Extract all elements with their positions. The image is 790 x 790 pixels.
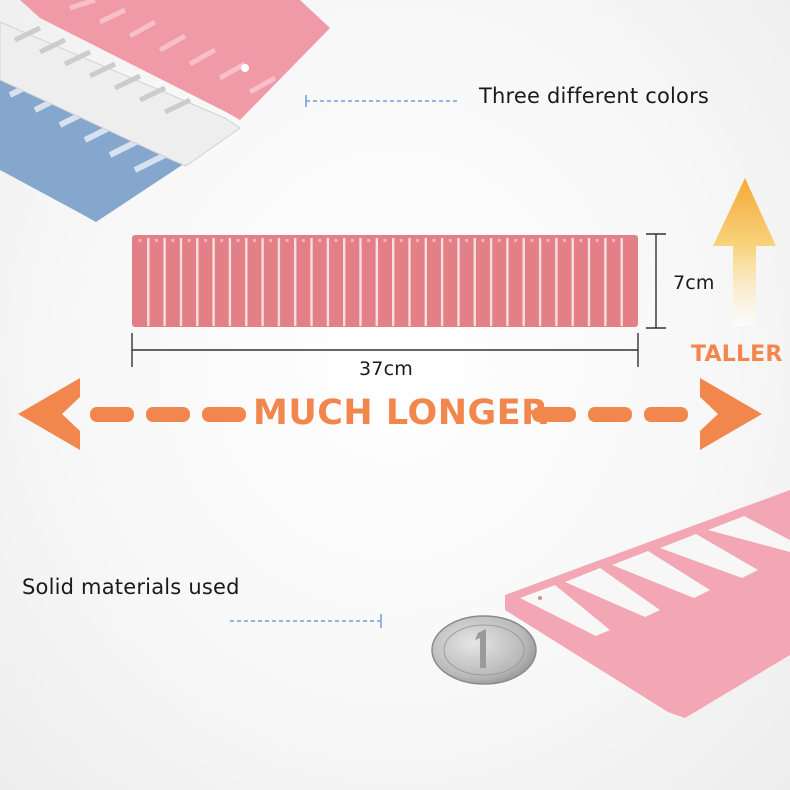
divider-scale-mark xyxy=(416,239,420,242)
divider-scale-mark xyxy=(432,239,436,242)
divider-slot xyxy=(277,238,281,326)
taller-label: TALLER xyxy=(691,342,783,367)
divider-scale-mark xyxy=(236,239,240,242)
divider-scale-mark xyxy=(252,239,256,242)
divider-slot xyxy=(489,238,493,326)
divider-scale-mark xyxy=(155,239,158,242)
divider-slot xyxy=(359,238,362,326)
left-arrowhead xyxy=(18,378,80,450)
divider-scale-mark xyxy=(220,239,224,242)
divider-slot xyxy=(604,238,607,326)
divider-scale-mark xyxy=(187,239,191,242)
main-divider xyxy=(132,235,638,327)
pink-divider-hole xyxy=(241,64,249,72)
divider-slot xyxy=(228,238,232,326)
divider-scale-mark xyxy=(465,239,469,242)
divider-scale-mark xyxy=(563,239,566,242)
divider-slot xyxy=(310,238,313,326)
divider-slot xyxy=(294,238,297,326)
divider-scale-mark xyxy=(448,239,452,242)
divider-scale-mark xyxy=(595,239,599,242)
colors-callout-line xyxy=(305,95,458,107)
divider-slot xyxy=(473,238,476,326)
dash-left-1 xyxy=(90,407,134,422)
divider-scale-mark xyxy=(399,239,403,242)
divider-scale-mark xyxy=(530,239,534,242)
divider-scale-mark xyxy=(612,239,615,242)
taller-arrow xyxy=(713,178,776,326)
divider-slot xyxy=(392,238,395,326)
divider-scale-mark xyxy=(497,239,501,242)
divider-slot xyxy=(343,238,346,326)
divider-scale-mark xyxy=(318,239,322,242)
divider-slot xyxy=(424,238,427,326)
main-divider-body xyxy=(132,235,638,327)
pink-divider xyxy=(20,0,330,120)
closeup-divider-slots xyxy=(520,516,790,636)
divider-slot xyxy=(196,238,199,326)
divider-scale-mark xyxy=(301,239,305,242)
divider-scale-mark xyxy=(285,239,289,242)
divider-slot xyxy=(506,238,509,326)
divider-slot xyxy=(555,238,558,326)
white-divider xyxy=(0,21,241,167)
divider-slot xyxy=(620,238,623,326)
divider-scale-mark xyxy=(514,239,518,242)
divider-slot xyxy=(440,238,444,326)
divider-slot xyxy=(538,238,542,326)
divider-slot xyxy=(375,238,378,326)
divider-slot xyxy=(212,238,215,326)
solid-callout-line xyxy=(230,614,382,628)
coin-numeral-1 xyxy=(475,629,486,668)
divider-slot xyxy=(245,238,248,326)
closeup-divider xyxy=(505,490,790,718)
callout-three-colors: Three different colors xyxy=(479,84,710,108)
divider-scale-mark xyxy=(204,239,207,242)
divider-scale-mark xyxy=(138,239,142,242)
divider-slot xyxy=(522,238,525,326)
closeup-mark xyxy=(538,596,542,600)
dash-right-3 xyxy=(644,407,688,422)
divider-slot xyxy=(587,238,591,326)
divider-scale-mark xyxy=(481,239,485,242)
divider-scale-mark xyxy=(269,239,273,242)
divider-slot xyxy=(457,238,460,326)
divider-scale-mark xyxy=(171,239,175,242)
main-divider-slots xyxy=(138,238,623,326)
width-dimension xyxy=(131,333,639,367)
divider-scale-mark xyxy=(579,239,583,242)
divider-scale-mark xyxy=(350,239,354,242)
height-dimension xyxy=(646,233,666,329)
divider-scale-mark xyxy=(546,239,550,242)
dash-right-2 xyxy=(588,407,632,422)
divider-slot xyxy=(261,238,264,326)
divider-slot xyxy=(147,238,150,326)
dash-left-2 xyxy=(146,407,190,422)
dash-left-3 xyxy=(202,407,246,422)
right-arrowhead xyxy=(700,378,762,450)
divider-slot xyxy=(408,238,411,326)
divider-scale-mark xyxy=(334,239,338,242)
height-label: 7cm xyxy=(673,272,715,294)
divider-slot xyxy=(179,238,183,326)
color-samples xyxy=(0,0,330,222)
much-longer-label: MUCH LONGER xyxy=(253,393,549,433)
divider-slot xyxy=(571,238,574,326)
divider-scale-mark xyxy=(383,239,387,242)
width-label: 37cm xyxy=(359,358,413,380)
divider-scale-mark xyxy=(367,239,371,242)
divider-slot xyxy=(163,238,166,326)
dash-right-1 xyxy=(532,407,576,422)
divider-slot xyxy=(326,238,330,326)
longer-arrow xyxy=(18,378,762,450)
coin xyxy=(431,615,537,685)
callout-solid-materials: Solid materials used xyxy=(22,575,240,599)
